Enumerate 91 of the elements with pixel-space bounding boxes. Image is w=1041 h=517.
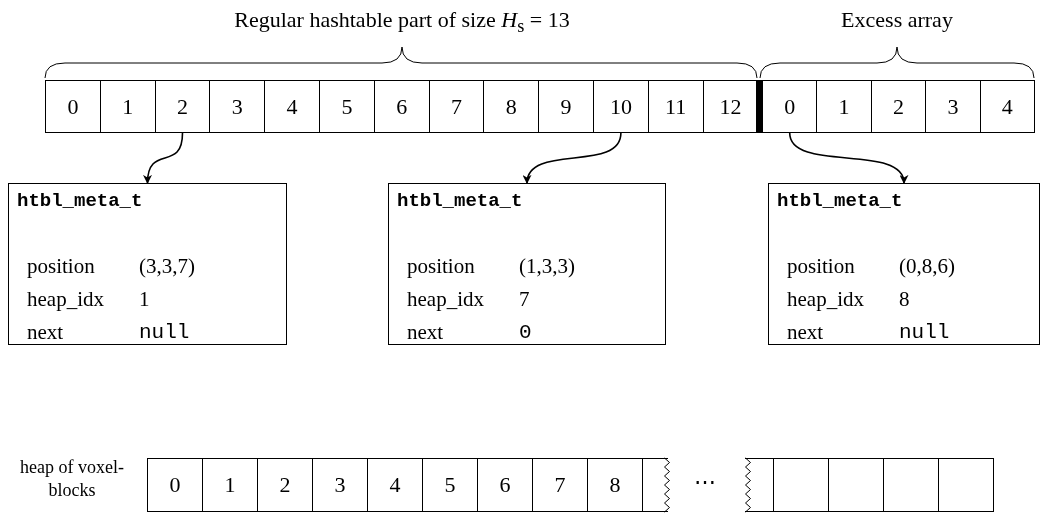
index-number: 6	[396, 93, 408, 120]
index-number: 4	[1001, 93, 1013, 120]
text-label: ⋯	[694, 468, 716, 496]
torn-array-cell	[642, 458, 668, 512]
array-cell	[883, 458, 939, 512]
field-name: heap_idx	[407, 286, 485, 313]
array-cell	[532, 458, 588, 512]
index-number: 7	[554, 472, 566, 498]
struct-box	[768, 183, 1040, 345]
array-cell	[264, 80, 320, 133]
index-number: 4	[389, 472, 401, 498]
index-number: 0	[169, 472, 181, 498]
field-value: 1	[139, 286, 151, 313]
index-number: 5	[341, 93, 353, 120]
struct-name: htbl_meta_t	[777, 190, 903, 212]
field-value: (0,8,6)	[899, 253, 955, 280]
array-cell	[257, 458, 313, 512]
array-cell	[870, 80, 927, 133]
array-cell	[373, 80, 430, 133]
array-cell	[979, 80, 1035, 133]
field-value: 7	[519, 286, 531, 313]
array-cell	[319, 80, 375, 133]
arrow	[524, 132, 622, 184]
text-label: heap of voxel-blocks	[19, 456, 125, 503]
field-name: heap_idx	[787, 286, 865, 313]
arrow	[143, 132, 184, 184]
index-number: 4	[286, 93, 298, 120]
array-cell	[45, 80, 101, 133]
index-number: 3	[334, 472, 346, 498]
array-cell	[154, 80, 211, 133]
array-cell	[538, 80, 594, 133]
index-number: 3	[231, 93, 243, 120]
array-cell	[428, 80, 485, 133]
struct-name: htbl_meta_t	[397, 190, 523, 212]
index-number: 7	[451, 93, 462, 120]
field-name: position	[407, 253, 476, 280]
struct-box	[8, 183, 287, 345]
field-name: next	[27, 319, 65, 346]
array-cell	[483, 80, 540, 133]
index-number: 9	[560, 93, 572, 120]
field-value: (1,3,3)	[519, 253, 575, 280]
index-number: 3	[947, 93, 959, 120]
index-number: 0	[784, 93, 796, 120]
struct-name: htbl_meta_t	[17, 190, 143, 212]
index-number: 2	[279, 472, 291, 498]
array-cell	[587, 458, 643, 512]
array-cell	[593, 80, 649, 133]
array-cell	[828, 458, 884, 512]
index-number: 5	[444, 472, 456, 498]
array-cell	[202, 458, 258, 512]
text-label: Excess array	[841, 6, 953, 34]
array-cell	[938, 458, 994, 512]
field-name: next	[787, 319, 825, 346]
field-value: null	[139, 320, 191, 346]
array-cell	[312, 458, 368, 512]
index-number: 11	[665, 93, 687, 120]
array-cell	[99, 80, 156, 133]
field-value: (3,3,7)	[139, 253, 195, 280]
index-number: 8	[505, 93, 517, 120]
torn-array-cell	[745, 458, 774, 512]
array-cell	[925, 80, 981, 133]
field-name: next	[407, 319, 445, 346]
index-number: 0	[67, 93, 79, 120]
array-cell	[647, 80, 704, 133]
array-cell	[209, 80, 266, 133]
struct-box	[388, 183, 666, 345]
index-number: 10	[609, 93, 632, 120]
array-cell	[367, 458, 423, 512]
array-cell	[773, 458, 829, 512]
index-number: 12	[719, 93, 742, 120]
array-cell	[147, 458, 203, 512]
field-name: position	[787, 253, 856, 280]
array-cell	[422, 458, 478, 512]
array-cell	[816, 80, 872, 133]
text-label: Regular hashtable part of size H$_{s}$ = 13	[234, 6, 570, 39]
index-number: 1	[224, 472, 236, 498]
field-name: position	[27, 253, 96, 280]
field-value: null	[899, 320, 951, 346]
field-value: 0	[519, 320, 533, 346]
index-number: 1	[838, 93, 850, 120]
index-number: 8	[609, 472, 621, 498]
index-number: 1	[122, 93, 134, 120]
index-number: 6	[499, 472, 511, 498]
field-name: heap_idx	[27, 286, 105, 313]
index-number: 2	[177, 93, 188, 120]
array-cell	[762, 80, 818, 133]
field-value: 8	[899, 286, 911, 313]
arrow	[788, 132, 907, 184]
index-number: 2	[893, 93, 904, 120]
array-cell	[702, 80, 759, 133]
array-cell	[477, 458, 533, 512]
